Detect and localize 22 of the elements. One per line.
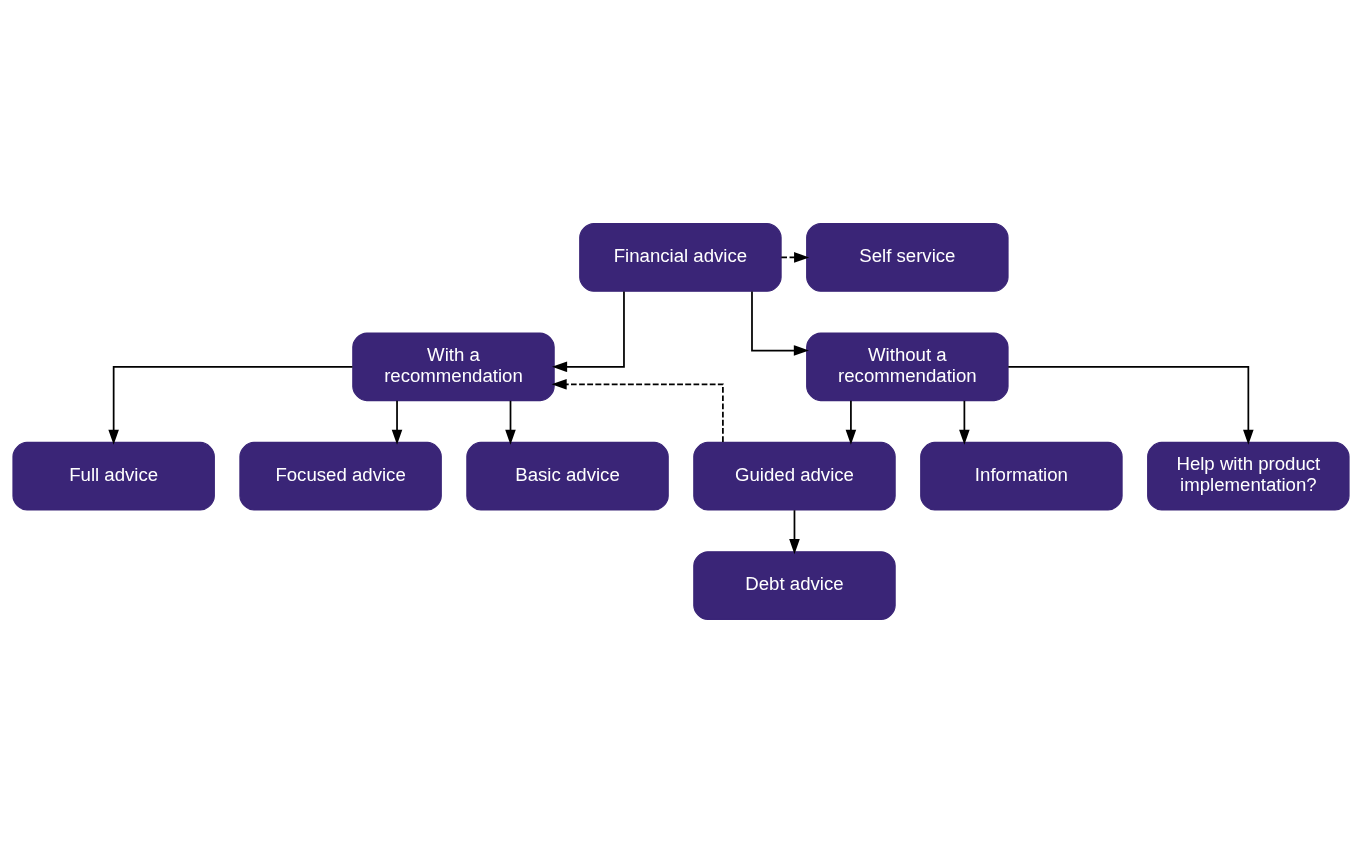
arrow xyxy=(551,378,724,443)
node-box: Information xyxy=(920,441,1123,511)
arrow xyxy=(845,399,857,445)
node-box: Help with product implementation? xyxy=(1147,441,1350,511)
node-box: Debt advice xyxy=(693,551,896,620)
node-box: Financial advice xyxy=(579,223,782,292)
arrow xyxy=(751,290,809,356)
node-box: Without a recommendation xyxy=(806,332,1009,402)
node-box: Basic advice xyxy=(466,441,669,511)
node-box: Self service xyxy=(806,223,1009,292)
arrow xyxy=(789,509,800,555)
arrow xyxy=(1007,365,1254,445)
arrow xyxy=(551,290,625,373)
arrow xyxy=(780,252,810,263)
arrow xyxy=(108,365,354,445)
arrow xyxy=(959,399,970,445)
arrow xyxy=(505,399,516,445)
node-box: With a recommendation xyxy=(352,332,555,402)
node-box: Full advice xyxy=(12,441,215,511)
node-box: Guided advice xyxy=(693,441,896,511)
node-box: Focused advice xyxy=(239,441,442,511)
arrow xyxy=(391,399,403,445)
